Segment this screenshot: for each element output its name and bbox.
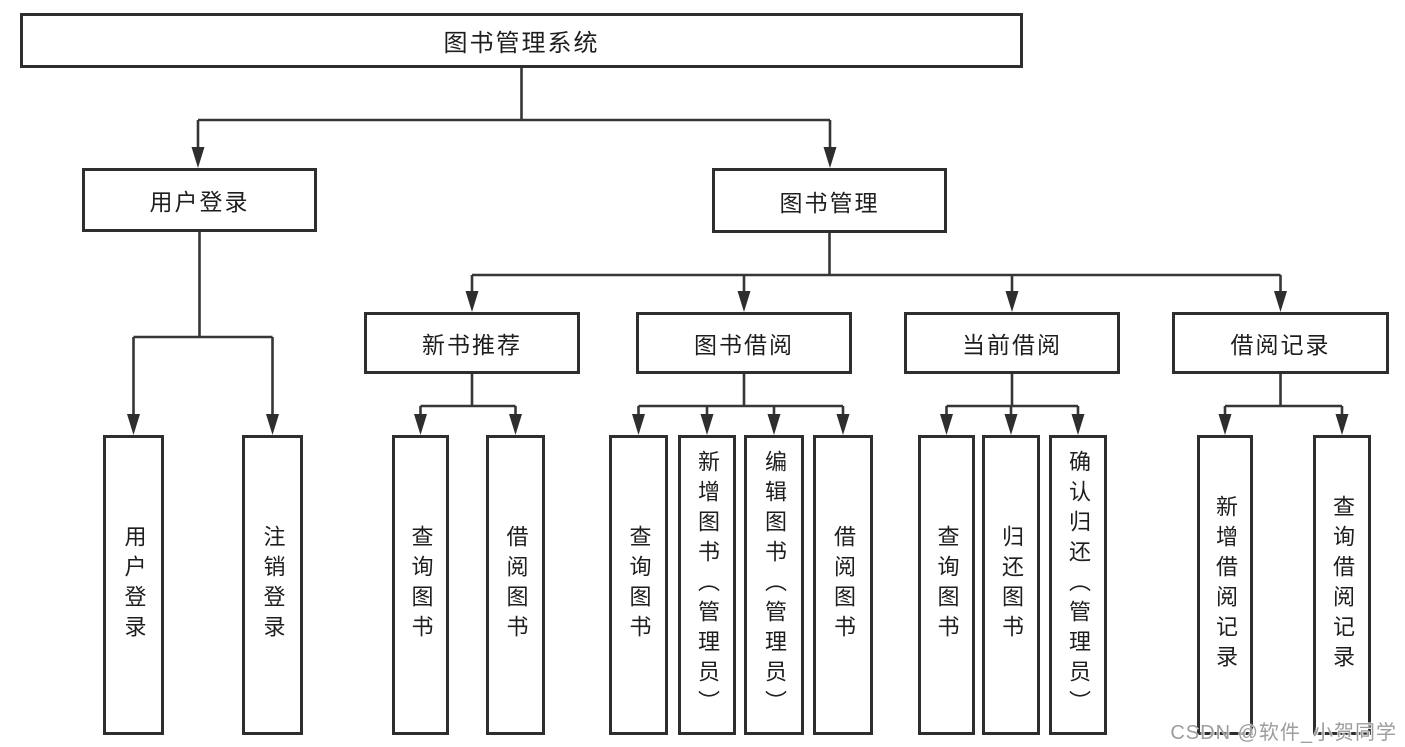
node-label: 新增图书（管理员） xyxy=(695,450,720,720)
node-label: 查询图书 xyxy=(626,525,652,645)
node-label: 查询图书 xyxy=(408,525,434,645)
connector-bookmgmt-to-level3 xyxy=(465,233,1287,312)
node-label: 新书推荐 xyxy=(422,332,522,358)
node-book-borrowing: 图书借阅 xyxy=(636,312,852,374)
leaf-borrowing-query-books: 查询图书 xyxy=(609,435,668,735)
node-label: 查询借阅记录 xyxy=(1330,495,1355,675)
node-user-login: 用户登录 xyxy=(82,168,317,232)
leaf-records-query-record: 查询借阅记录 xyxy=(1313,435,1371,735)
leaf-borrowing-edit-books-admin: 编辑图书（管理员） xyxy=(744,435,804,735)
node-label: 用户登录 xyxy=(149,189,250,215)
node-label: 查询图书 xyxy=(934,525,960,645)
node-label: 借阅图书 xyxy=(831,525,856,645)
node-label: 借阅记录 xyxy=(1230,332,1331,358)
node-label: 归还图书 xyxy=(999,525,1024,645)
connector-root-to-level2 xyxy=(191,68,837,168)
node-new-book-recommend: 新书推荐 xyxy=(364,312,580,374)
leaf-user-login: 用户登录 xyxy=(103,435,164,735)
node-label: 新增借阅记录 xyxy=(1213,495,1238,675)
connector-login-to-leaves xyxy=(127,232,279,435)
leaf-borrowing-add-books-admin: 新增图书（管理员） xyxy=(678,435,736,735)
connector-records-to-leaves xyxy=(1218,374,1349,435)
connector-newbook-to-leaves xyxy=(414,374,522,435)
leaf-borrowing-borrow-books: 借阅图书 xyxy=(813,435,873,735)
leaf-current-confirm-return-admin: 确认归还（管理员） xyxy=(1049,435,1107,735)
node-label: 编辑图书（管理员） xyxy=(762,450,787,720)
leaf-records-add-record: 新增借阅记录 xyxy=(1197,435,1253,735)
node-label: 图书管理 xyxy=(779,189,880,216)
connector-borrow-to-leaves xyxy=(632,374,850,435)
node-borrowing-records: 借阅记录 xyxy=(1172,312,1389,374)
node-current-borrowing: 当前借阅 xyxy=(904,312,1120,374)
node-label: 确认归还（管理员） xyxy=(1066,450,1091,720)
node-book-management: 图书管理 xyxy=(712,168,947,233)
connector-current-to-leaves xyxy=(940,374,1085,435)
node-label: 当前借阅 xyxy=(962,332,1062,358)
node-label: 图书管理系统 xyxy=(443,30,600,57)
node-library-management-system: 图书管理系统 xyxy=(20,13,1023,68)
leaf-current-query-books: 查询图书 xyxy=(918,435,975,735)
leaf-recommend-borrow-books: 借阅图书 xyxy=(486,435,545,735)
node-label: 借阅图书 xyxy=(503,525,529,645)
csdn-watermark: CSDN @软件_小贺同学 xyxy=(1170,722,1397,744)
leaf-logout: 注销登录 xyxy=(242,435,303,735)
leaf-recommend-query-books: 查询图书 xyxy=(392,435,449,735)
node-label: 图书借阅 xyxy=(694,332,794,358)
node-label: 用户登录 xyxy=(121,525,147,645)
leaf-current-return-books: 归还图书 xyxy=(982,435,1040,735)
node-label: 注销登录 xyxy=(260,525,286,645)
